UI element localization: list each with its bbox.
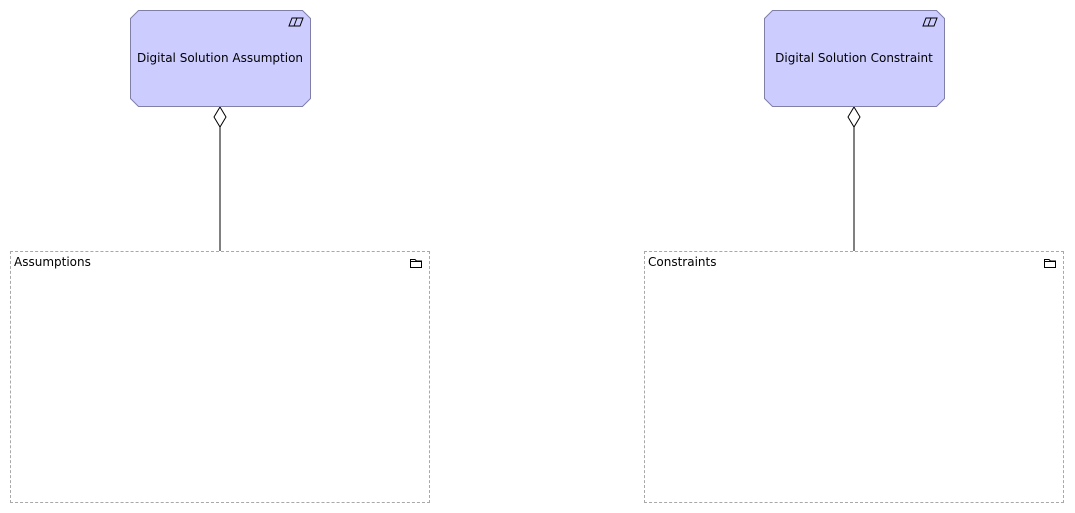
folder-icon xyxy=(410,259,422,268)
element-label: Digital Solution Assumption xyxy=(136,51,304,65)
group-constraints[interactable]: Constraints xyxy=(644,251,1064,503)
element-shape xyxy=(764,10,945,107)
aggregation-connector-assumption[interactable] xyxy=(213,106,227,251)
assessment-parallelogram-icon xyxy=(288,17,304,27)
element-label: Digital Solution Constraint xyxy=(775,51,933,65)
folder-icon xyxy=(1044,259,1056,268)
aggregation-diamond-icon xyxy=(847,106,861,128)
element-shape xyxy=(130,10,311,107)
group-assumptions[interactable]: Assumptions xyxy=(10,251,430,503)
aggregation-connector-constraint[interactable] xyxy=(847,106,861,251)
element-digital-solution-assumption[interactable]: Digital Solution Assumption xyxy=(130,10,311,107)
group-label: Constraints xyxy=(648,255,717,269)
aggregation-diamond-icon xyxy=(213,106,227,128)
assessment-parallelogram-icon xyxy=(922,17,938,27)
element-digital-solution-constraint[interactable]: Digital Solution Constraint xyxy=(764,10,945,107)
group-label: Assumptions xyxy=(14,255,91,269)
